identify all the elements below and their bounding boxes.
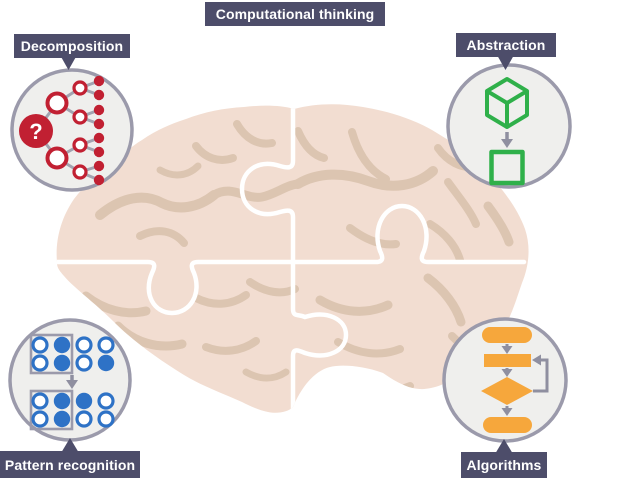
flowchart-terminator-start <box>482 327 532 343</box>
page-title: Computational thinking <box>205 2 385 26</box>
flowchart-terminator-end <box>483 417 532 433</box>
decomposition-label-pointer <box>60 55 77 70</box>
label-pointers <box>60 55 514 454</box>
decomposition-circle: ? <box>10 68 134 192</box>
flowchart-decision-diamond <box>481 377 533 405</box>
flowchart-icon <box>481 327 549 433</box>
abstraction-label-pointer <box>497 55 514 70</box>
decomposition-label: Decomposition <box>14 34 130 58</box>
pattern-recognition-label: Pattern recognition <box>0 451 140 478</box>
puzzle-lines <box>56 104 527 413</box>
pattern-grid-bottom <box>29 389 115 431</box>
abstraction-cube-icon <box>485 77 529 186</box>
question-root-node <box>19 114 53 148</box>
abstraction-arrow-down-icon <box>501 132 513 148</box>
tree-leaf-dots <box>93 75 105 186</box>
flowchart-process-box <box>484 354 531 367</box>
decomposition-tree-icon: ? <box>19 75 105 186</box>
question-mark: ? <box>29 119 42 144</box>
puzzle-line-horizontal <box>56 203 527 316</box>
abstraction-circle <box>446 63 572 189</box>
square-2d-icon <box>489 149 525 186</box>
pattern-grid-top <box>29 333 115 375</box>
pattern-dots-icon <box>29 333 115 431</box>
cube-3d-icon <box>485 77 529 129</box>
tree-branch-nodes <box>45 80 88 180</box>
flowchart-loop-arrow <box>533 358 549 393</box>
pattern-recognition-circle <box>8 318 132 442</box>
algorithms-label: Algorithms <box>461 452 547 478</box>
algorithms-circle <box>442 317 568 443</box>
pattern-label-pointer <box>61 438 79 453</box>
decomposition-circle-border <box>10 68 134 192</box>
algorithms-label-pointer <box>495 439 513 454</box>
pattern-arrow-down-icon <box>66 375 78 389</box>
abstraction-label: Abstraction <box>456 33 556 57</box>
